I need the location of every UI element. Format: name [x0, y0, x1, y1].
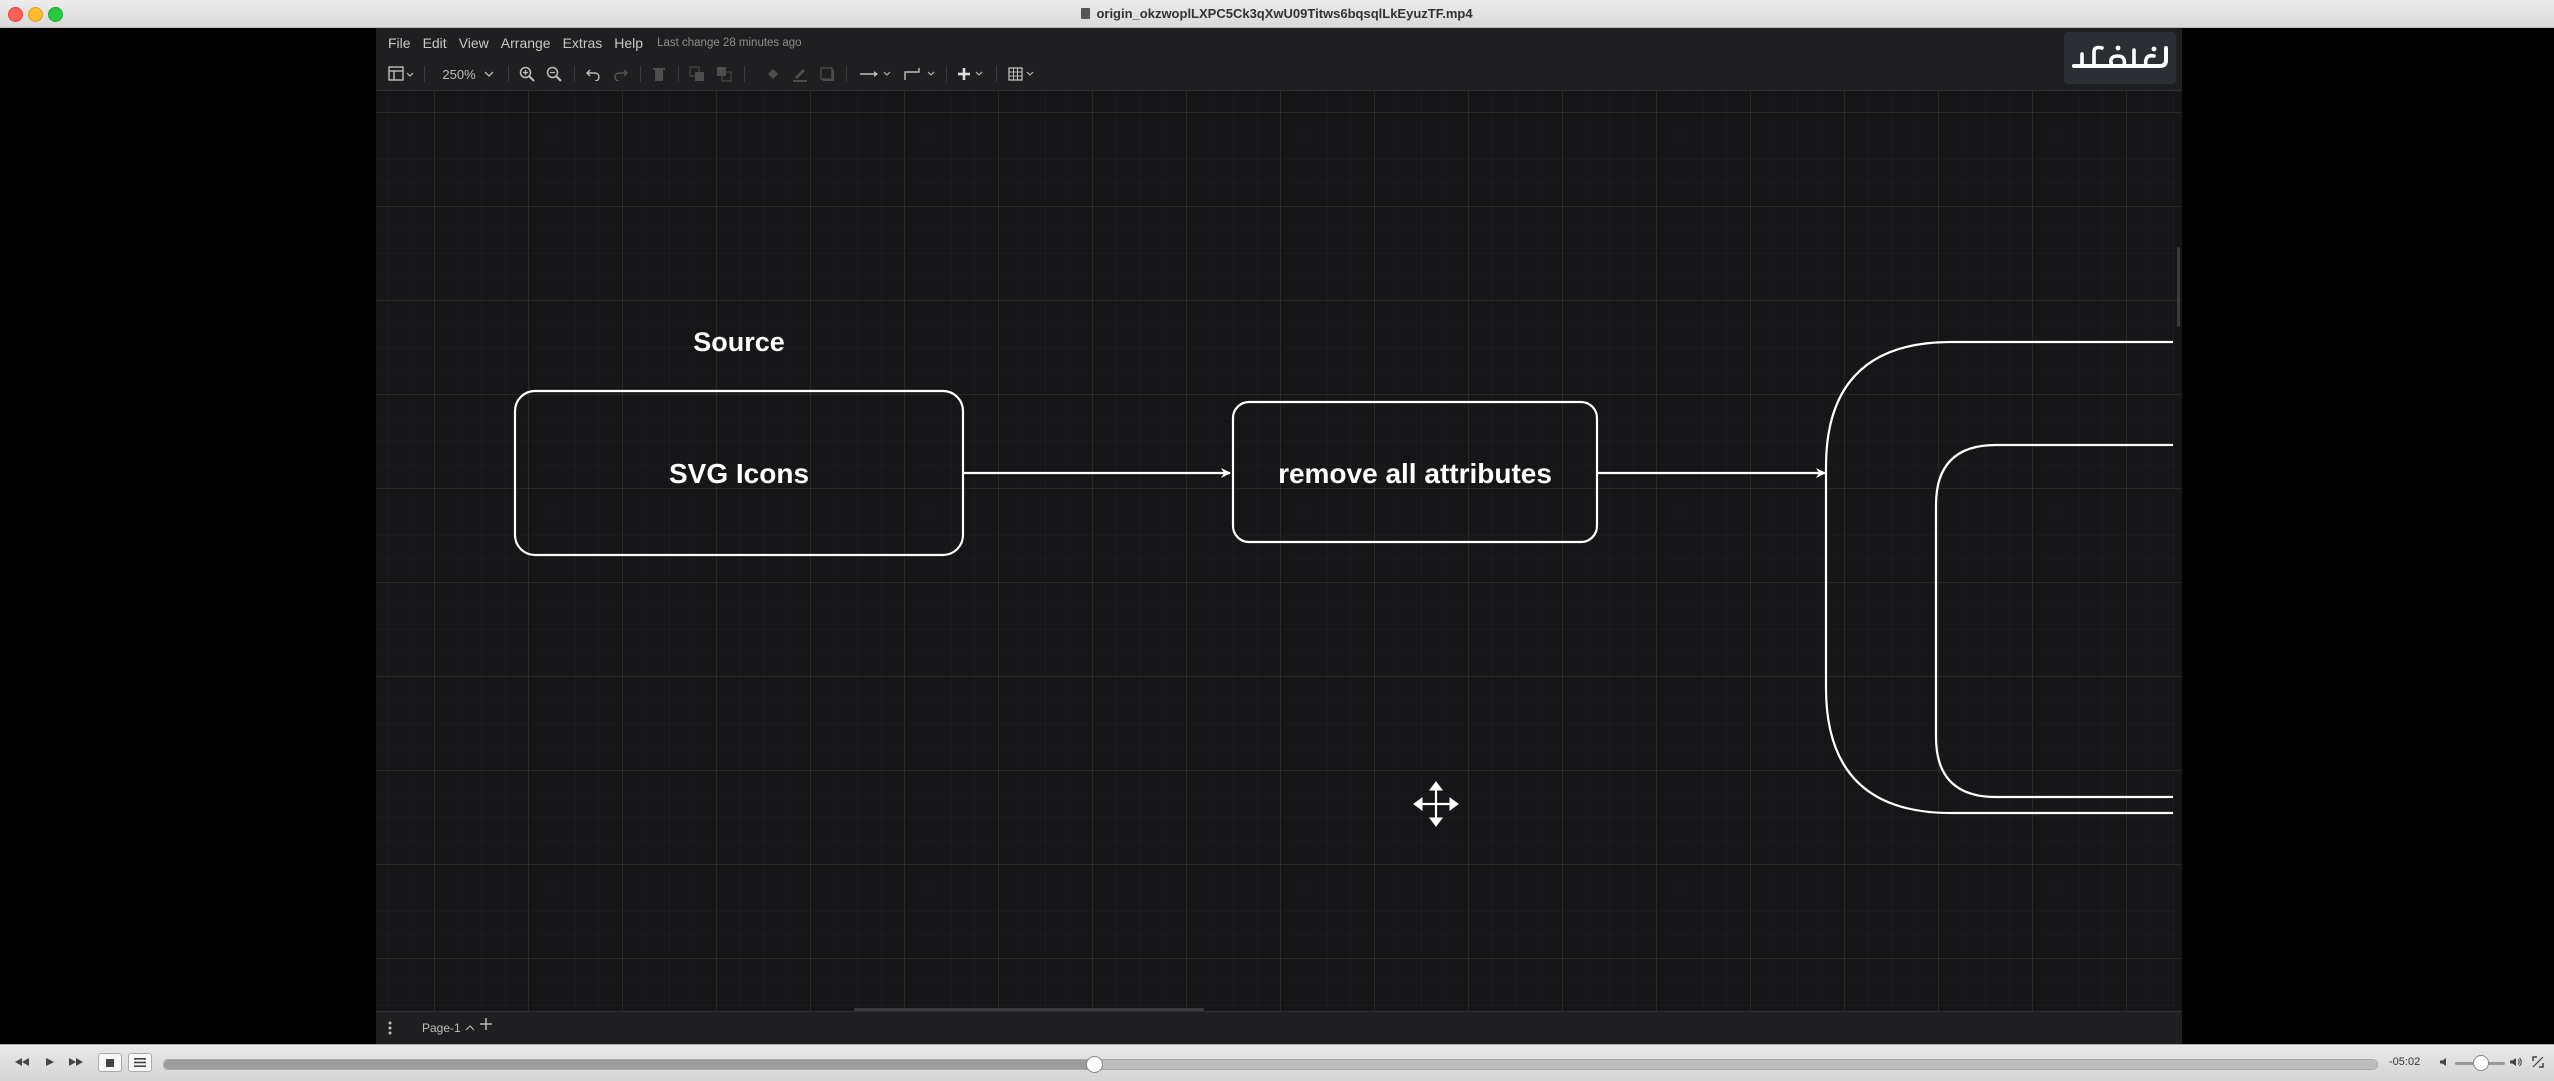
line-color-button[interactable] — [789, 64, 811, 84]
menu-arrange[interactable]: Arrange — [500, 35, 551, 51]
fill-color-button[interactable] — [762, 64, 784, 84]
to-back-button[interactable] — [713, 64, 735, 84]
plus-icon — [480, 1018, 492, 1030]
window-titlebar: origin_okzwoplLXPC5Ck3qXwU09Titws6bqsqlL… — [0, 0, 2554, 28]
seek-bar-knob[interactable] — [1086, 1056, 1104, 1073]
to-front-icon — [689, 66, 704, 81]
redo-icon — [614, 69, 628, 81]
diagram-canvas[interactable]: Source SVG Icons remove all attributes — [376, 91, 2182, 1011]
menu-view[interactable]: View — [458, 35, 489, 51]
window-title: origin_okzwoplLXPC5Ck3qXwU09Titws6bqsqlL… — [1096, 6, 1473, 21]
to-back-icon — [717, 67, 732, 82]
remove-attributes-node-label: remove all attributes — [1278, 458, 1552, 489]
to-front-button[interactable] — [686, 64, 708, 84]
pencil-icon — [793, 69, 807, 82]
brand-logo — [2064, 32, 2176, 84]
seek-bar-progress — [164, 1060, 1094, 1069]
horizontal-scrollbar[interactable] — [854, 1008, 1204, 1011]
menu-help[interactable]: Help — [614, 35, 644, 51]
waypoints-dropdown[interactable] — [902, 64, 938, 84]
panel-layout-icon — [388, 66, 414, 81]
rewind-button[interactable] — [12, 1054, 32, 1070]
chevron-up-icon — [465, 1025, 475, 1031]
zoom-in-button[interactable] — [516, 64, 538, 84]
plus-icon — [958, 68, 983, 80]
drawio-app: File Edit View Arrange Extras Help Last … — [376, 28, 2182, 1045]
fast-forward-button[interactable] — [66, 1054, 86, 1070]
straight-arrow-icon — [860, 71, 891, 77]
zoom-in-icon — [519, 66, 535, 82]
stop-button[interactable] — [98, 1053, 122, 1072]
table-dropdown[interactable] — [1006, 64, 1040, 84]
document-icon — [1081, 8, 1091, 19]
volume-slider-knob[interactable] — [2473, 1055, 2489, 1071]
page-tab-page-1[interactable]: Page-1 — [416, 1018, 481, 1038]
connection-style-dropdown[interactable] — [858, 64, 894, 84]
format-panel-toggle[interactable] — [386, 64, 416, 84]
redo-button[interactable] — [610, 64, 632, 84]
svg-icons-node-label: SVG Icons — [669, 458, 809, 489]
video-player-controls: -05:02 — [0, 1044, 2554, 1081]
outer-container-shape[interactable] — [1824, 340, 2173, 815]
list-icon — [134, 1058, 146, 1067]
zoom-dropdown[interactable]: 250% — [438, 64, 500, 84]
move-cursor-icon — [1413, 781, 1459, 827]
zoom-out-button[interactable] — [543, 64, 565, 84]
chevron-down-icon — [484, 71, 494, 77]
diagram-svg: Source SVG Icons remove all attributes — [513, 327, 2173, 827]
minimize-window-button[interactable] — [28, 7, 43, 22]
shadow-icon — [820, 67, 834, 81]
vertical-dots-icon — [388, 1021, 392, 1035]
zoom-window-button[interactable] — [48, 7, 63, 22]
trash-icon — [653, 68, 665, 81]
menu-file[interactable]: File — [388, 35, 411, 51]
zoom-out-icon — [546, 66, 562, 82]
menu-bar: File Edit View Arrange Extras Help Last … — [376, 28, 2182, 58]
delete-button[interactable] — [648, 64, 670, 84]
speaker-high-icon — [2510, 1057, 2522, 1067]
toolbar: 250% — [376, 58, 2182, 91]
playlist-button[interactable] — [128, 1053, 152, 1072]
seek-bar[interactable] — [163, 1056, 2378, 1073]
menu-extras[interactable]: Extras — [562, 35, 603, 51]
shadow-button[interactable] — [816, 64, 838, 84]
source-label[interactable]: Source — [693, 327, 785, 357]
play-icon — [46, 1058, 54, 1066]
time-remaining[interactable]: -05:02 — [2389, 1056, 2421, 1068]
fast-forward-icon — [69, 1058, 83, 1066]
undo-button[interactable] — [582, 64, 604, 84]
insert-dropdown[interactable] — [954, 64, 988, 84]
page-bar: Page-1 — [376, 1011, 2182, 1045]
fill-bucket-icon — [768, 69, 778, 79]
play-button[interactable] — [40, 1054, 60, 1070]
elbow-connector-icon — [904, 68, 935, 80]
rewind-icon — [15, 1058, 29, 1066]
add-page-button[interactable] — [478, 1016, 494, 1036]
table-icon — [1008, 67, 1034, 81]
logo-calligraphy-icon — [2072, 45, 2168, 68]
volume-min-button[interactable] — [2438, 1054, 2450, 1070]
expand-icon — [2532, 1056, 2544, 1068]
pages-menu-button[interactable] — [388, 1020, 392, 1040]
vertical-scrollbar[interactable] — [2177, 247, 2180, 327]
inner-container-shape[interactable] — [1934, 443, 2173, 799]
stop-icon — [106, 1058, 114, 1067]
fullscreen-button[interactable] — [2530, 1054, 2546, 1070]
page-tab-label: Page-1 — [422, 1021, 461, 1035]
menu-edit[interactable]: Edit — [422, 35, 447, 51]
volume-max-button[interactable] — [2509, 1054, 2523, 1070]
zoom-level: 250% — [442, 66, 476, 82]
speaker-low-icon — [2440, 1058, 2446, 1066]
close-window-button[interactable] — [8, 7, 23, 22]
last-change-status[interactable]: Last change 28 minutes ago — [657, 37, 802, 49]
undo-icon — [586, 69, 600, 81]
